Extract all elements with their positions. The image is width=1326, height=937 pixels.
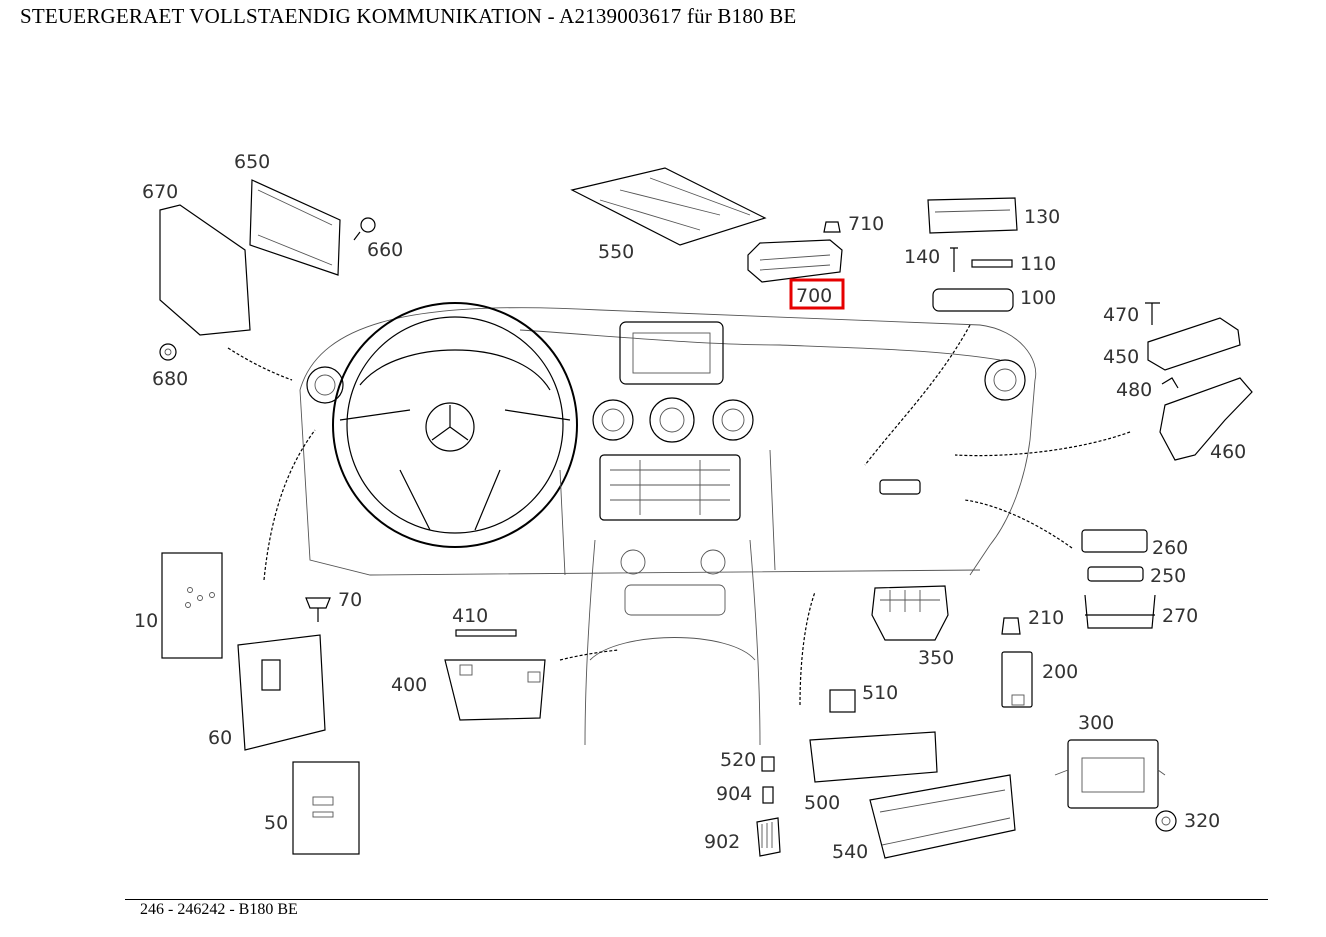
part-140-screw[interactable] [950, 247, 958, 272]
callout-680[interactable]: 680 [152, 368, 188, 390]
callout-140[interactable]: 140 [904, 246, 940, 268]
callout-410[interactable]: 410 [452, 605, 488, 627]
callout-904[interactable]: 904 [716, 783, 752, 805]
part-710-nut[interactable] [823, 221, 841, 233]
part-200-switch[interactable] [1001, 651, 1033, 708]
part-670-panel[interactable] [159, 204, 251, 336]
part-110-strip[interactable] [971, 259, 1013, 268]
callout-300[interactable]: 300 [1078, 712, 1114, 734]
part-520-fuse[interactable] [761, 756, 775, 772]
callout-670[interactable]: 670 [142, 181, 178, 203]
callout-660[interactable]: 660 [367, 239, 403, 261]
callout-550[interactable]: 550 [598, 241, 634, 263]
steering-wheel-rim [332, 302, 578, 548]
part-320-nut[interactable] [1155, 810, 1177, 832]
part-270-bracket[interactable] [1084, 594, 1156, 629]
callout-100[interactable]: 100 [1020, 287, 1056, 309]
part-902-connector[interactable] [756, 817, 781, 857]
part-70-bolt[interactable] [305, 597, 331, 622]
callout-60[interactable]: 60 [208, 727, 232, 749]
part-480-clip[interactable] [1161, 377, 1179, 389]
callout-520[interactable]: 520 [720, 749, 756, 771]
callout-902[interactable]: 902 [704, 831, 740, 853]
part-100-cover[interactable] [932, 288, 1014, 312]
callout-500[interactable]: 500 [804, 792, 840, 814]
part-400-module[interactable] [444, 659, 546, 721]
callout-70[interactable]: 70 [338, 589, 362, 611]
callout-130[interactable]: 130 [1024, 206, 1060, 228]
part-460-bracket[interactable] [1159, 377, 1253, 461]
callout-50[interactable]: 50 [264, 812, 288, 834]
part-10-board[interactable] [161, 552, 223, 659]
part-60-module[interactable] [237, 634, 326, 751]
part-350-relay-box[interactable] [871, 585, 949, 641]
part-700-control-unit[interactable] [747, 239, 843, 283]
dashboard-drawing [299, 302, 1037, 746]
part-210-nut[interactable] [1001, 617, 1021, 635]
callout-460[interactable]: 460 [1210, 441, 1246, 463]
part-650-module[interactable] [249, 179, 341, 276]
callout-510[interactable]: 510 [862, 682, 898, 704]
part-904-connector[interactable] [762, 786, 774, 804]
part-540-carrier[interactable] [869, 774, 1016, 859]
part-470-screw[interactable] [1145, 302, 1160, 325]
callout-200[interactable]: 200 [1042, 661, 1078, 683]
part-680-nut[interactable] [159, 343, 177, 361]
part-50-board[interactable] [292, 761, 360, 855]
page-title: STEUERGERAET VOLLSTAENDIG KOMMUNIKATION … [20, 4, 797, 28]
callout-470[interactable]: 470 [1103, 304, 1139, 326]
part-130-unit[interactable] [927, 197, 1018, 234]
part-260-unit[interactable] [1081, 529, 1148, 553]
part-300-module[interactable] [1054, 739, 1166, 809]
callout-710[interactable]: 710 [848, 213, 884, 235]
part-550-mat[interactable] [570, 167, 767, 246]
center-console-controls [599, 454, 741, 521]
callout-700-highlight [789, 278, 845, 310]
callout-480[interactable]: 480 [1116, 379, 1152, 401]
callout-210[interactable]: 210 [1028, 607, 1064, 629]
callout-labels: 650 670 660 680 550 710 700 130 140 110 … [134, 151, 1246, 863]
footer-divider [125, 899, 1268, 900]
part-450-module[interactable] [1147, 317, 1241, 371]
callout-650[interactable]: 650 [234, 151, 270, 173]
callout-320[interactable]: 320 [1184, 810, 1220, 832]
part-500-fuse-box[interactable] [809, 731, 938, 783]
callout-260[interactable]: 260 [1152, 537, 1188, 559]
callout-250[interactable]: 250 [1150, 565, 1186, 587]
footer-model-code: 246 - 246242 - B180 BE [140, 901, 298, 918]
steering-wheel-emblem [425, 402, 475, 452]
assembly-arrows [227, 324, 1131, 706]
callout-400[interactable]: 400 [391, 674, 427, 696]
part-510-relay[interactable] [829, 689, 856, 713]
center-display [619, 321, 724, 385]
callout-350[interactable]: 350 [918, 647, 954, 669]
part-410-strip[interactable] [455, 629, 517, 637]
callout-10[interactable]: 10 [134, 610, 158, 632]
callout-700[interactable]: 700 [796, 285, 832, 307]
part-660-screw[interactable] [353, 217, 376, 241]
callout-540[interactable]: 540 [832, 841, 868, 863]
callout-110[interactable]: 110 [1020, 253, 1056, 275]
callout-450[interactable]: 450 [1103, 346, 1139, 368]
part-250-unit[interactable] [1087, 566, 1144, 582]
callout-270[interactable]: 270 [1162, 605, 1198, 627]
